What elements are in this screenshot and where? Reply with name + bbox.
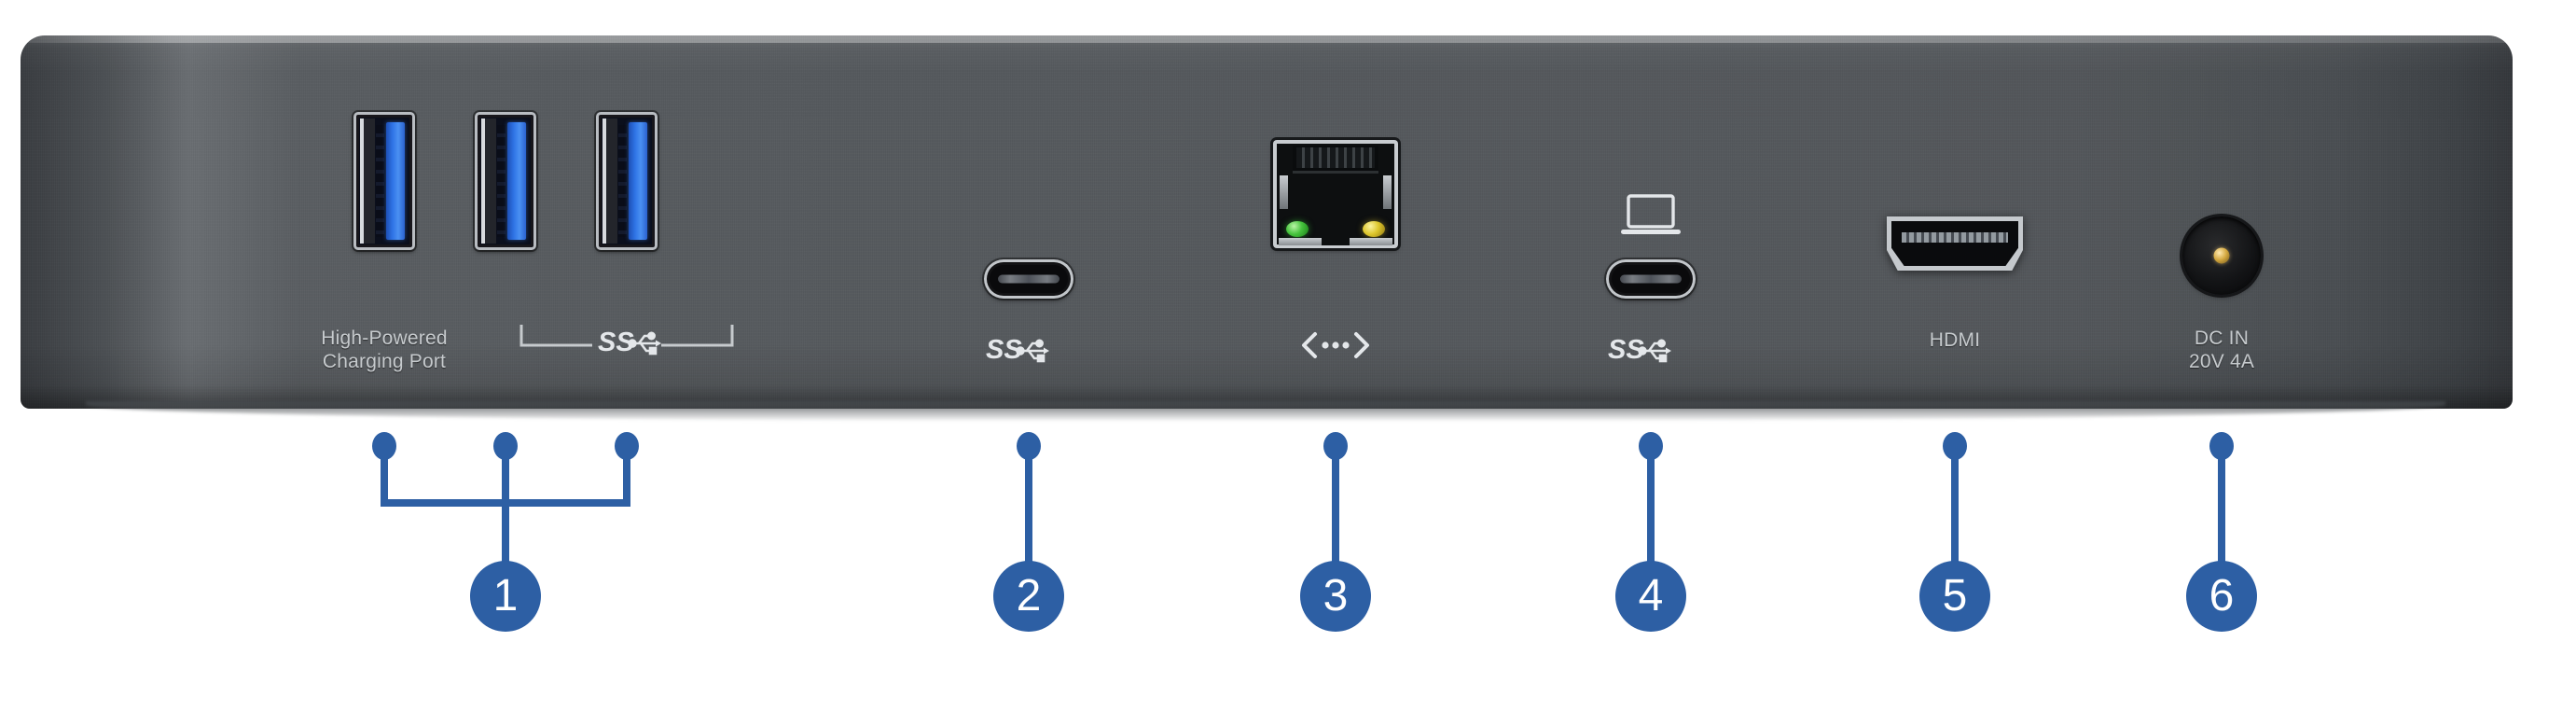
dc-center-pin — [2213, 247, 2230, 264]
usb-c-tongue — [998, 274, 1059, 284]
callout-3-bubble[interactable]: 3 — [1300, 561, 1371, 632]
rj45-pins — [1296, 147, 1375, 168]
hdmi-cavity — [1891, 221, 2018, 266]
callout-1-bracket-bar — [381, 499, 630, 507]
callout-1-stem-usb-a-3 — [623, 454, 630, 503]
usb-a-blue-tongue — [507, 122, 526, 240]
port-ethernet-rj45[interactable] — [1273, 140, 1398, 248]
port-usb-c-downstream[interactable] — [984, 259, 1073, 299]
callout-3-stem — [1332, 454, 1339, 565]
callout-1-stem-usb-a-1 — [381, 454, 388, 503]
port-hdmi[interactable] — [1887, 216, 2023, 271]
usb-a-blue-tongue — [386, 122, 405, 240]
port-usb-a-high-power[interactable] — [353, 112, 415, 250]
callout-6-stem — [2218, 454, 2225, 565]
usb-a-contacts — [618, 125, 627, 237]
usb-a-contacts — [497, 125, 506, 237]
callout-5-stem — [1951, 454, 1959, 565]
rj45-bottom-notch — [1322, 237, 1350, 245]
ethernet-link-led-green — [1286, 221, 1309, 237]
usb-a-contacts — [376, 125, 384, 237]
callout-2-stem — [1025, 454, 1032, 565]
port-usb-c-host[interactable] — [1606, 259, 1696, 299]
rj45-rail-right — [1383, 175, 1392, 209]
dock-base-shadow — [86, 401, 2445, 422]
ethernet-activity-led-amber — [1363, 221, 1385, 237]
callout-1-stem-usb-a-2 — [502, 454, 509, 572]
callout-4-stem — [1647, 454, 1655, 565]
callout-4-bubble[interactable]: 4 — [1615, 561, 1686, 632]
port-usb-a-2[interactable] — [475, 112, 536, 250]
callout-2-bubble[interactable]: 2 — [993, 561, 1064, 632]
callout-1-bubble[interactable]: 1 — [470, 561, 541, 632]
usb-a-blue-tongue — [629, 122, 647, 240]
port-dc-in[interactable] — [2182, 216, 2261, 295]
hdmi-contact-blade — [1902, 232, 2008, 243]
callout-5-bubble[interactable]: 5 — [1919, 561, 1990, 632]
callout-6-bubble[interactable]: 6 — [2186, 561, 2257, 632]
port-usb-a-3[interactable] — [596, 112, 658, 250]
usb-c-tongue — [1620, 274, 1682, 284]
rj45-rail-left — [1280, 175, 1288, 209]
